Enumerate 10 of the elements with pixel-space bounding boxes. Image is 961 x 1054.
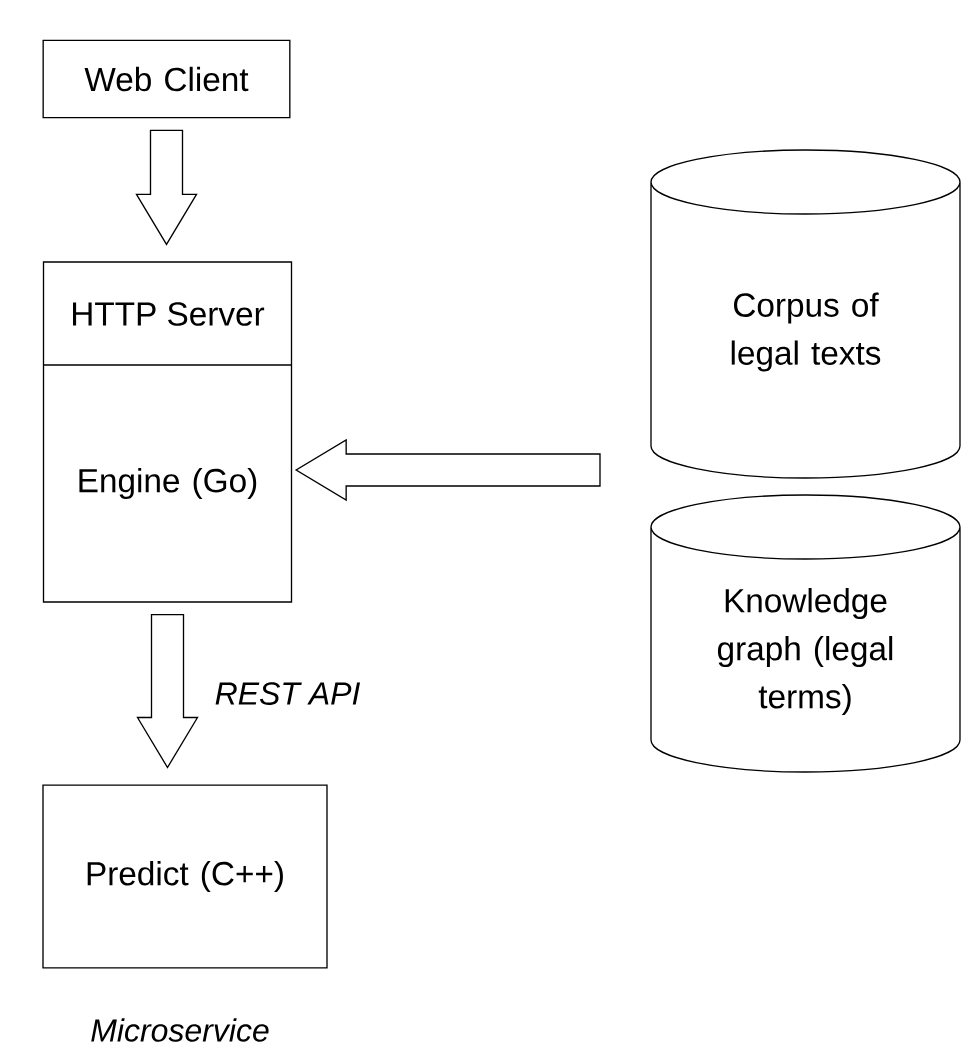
block-arrow bbox=[135, 129, 198, 246]
edge-label: REST API bbox=[215, 682, 360, 705]
server-box: HTTP Server Engine (Go) bbox=[42, 261, 293, 603]
block-arrow bbox=[136, 614, 199, 769]
block-arrow bbox=[294, 438, 601, 502]
process-box: Web Client bbox=[42, 39, 291, 119]
database-cylinder: Knowledge graph (legal terms) bbox=[650, 494, 961, 773]
node-label: Microservice bbox=[91, 1018, 269, 1042]
process-box: Predict (C++) bbox=[42, 784, 328, 969]
database-cylinder: Corpus of legal texts bbox=[650, 149, 961, 479]
